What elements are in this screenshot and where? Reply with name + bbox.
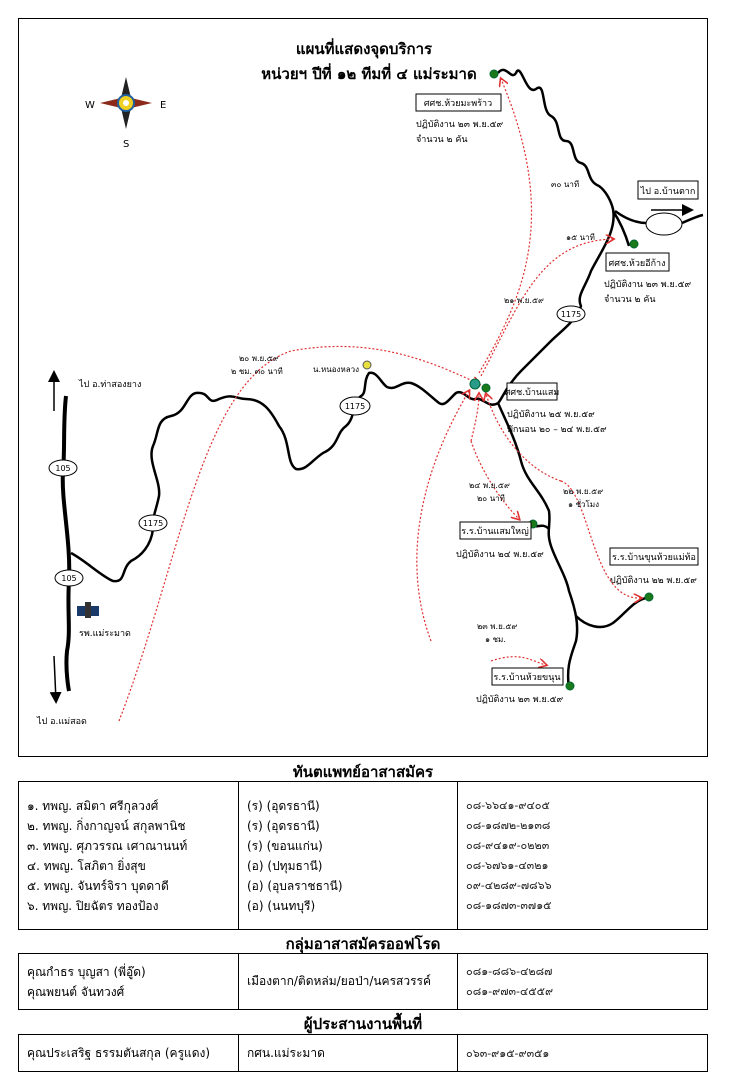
route-lines: [118, 79, 641, 722]
offroad-table: คุณกำธร บุญสา (พี่อู๊ด) คุณพยนต์ จันทวงศ…: [18, 953, 708, 1010]
offroad-phone: ๐๘๑-๙๗๓-๔๕๕๙: [466, 984, 554, 998]
dentist-phone: ๐๘-๖๗๖๑-๔๓๒๑: [466, 858, 549, 872]
dentists-table: ๑. ทพญ. สมิตา ศรีกุลวงศ์ ๒. ทพญ. กิ่งกาญ…: [18, 781, 708, 930]
site-name: ศศช.ห้วยมะพร้าว: [424, 98, 492, 109]
coordinator-table: คุณประเสริฐ ธรรมตันสกุล (ครูแดง) กศน.แม่…: [18, 1034, 708, 1072]
dentist-org: (อ) (อุบลราชธานี): [247, 878, 343, 893]
dentist-name: ๔. ทพญ. โสภิตา ยิ่งสุข: [27, 858, 146, 873]
offroad-phones-cell: ๐๘๑-๘๘๖-๔๒๘๗ ๐๘๑-๙๗๓-๔๕๕๙: [457, 953, 708, 1010]
route-label: ๒๒ พ.ย.๕๙: [563, 487, 603, 496]
hospital-icon: [77, 602, 99, 618]
direction-tha-song-yang: ไป อ.ท่าสองยาง: [78, 379, 141, 390]
site-marker-icons: [469, 69, 654, 691]
dentist-org: (อ) (ปทุมธานี): [247, 858, 323, 873]
dentist-name: ๑. ทพญ. สมิตา ศรีกุลวงศ์: [27, 798, 159, 813]
site-detail: ปฏิบัติงาน ๒๓ พ.ย.๕๙: [604, 279, 691, 290]
offroad-area: เมืองตาก/ติดหล่ม/ยอป่า/นครสวรรค์: [238, 953, 458, 1010]
site-detail: ปฏิบัติงาน ๒๓ พ.ย.๕๙: [476, 694, 563, 705]
route-label: ๒๔ พ.ย.๕๙: [469, 481, 510, 490]
site-detail: พักนอน ๒๐ – ๒๔ พ.ย.๕๙: [507, 425, 607, 435]
compass-west: W: [85, 100, 95, 111]
direction-mae-sot: ไป อ.แม่สอด: [36, 716, 87, 727]
route-label: ๒๓ พ.ย.๕๙: [477, 622, 517, 631]
site-name: ศศช.ห้วยอีก้าง: [609, 258, 666, 269]
dentist-org: (อ) (นนทบุรี): [247, 898, 316, 913]
route-label: ๑ ชั่วโมง: [568, 498, 599, 509]
route-label: ๓๐ นาที: [551, 180, 579, 189]
road-1175-label: 1175: [143, 519, 163, 528]
site-name: ศศช.บ้านแสม: [505, 387, 560, 398]
route-label: ๑๕ นาที: [566, 233, 595, 242]
road-105-label: 105: [61, 574, 76, 583]
service-map: แผนที่แสดงจุดบริการ หน่วยฯ ปีที่ ๑๒ ทีมท…: [18, 18, 708, 757]
dentist-phone: ๐๙-๔๒๘๙-๗๘๖๖: [466, 878, 552, 892]
dentist-org: (ร) (ขอนแก่น): [247, 838, 323, 853]
compass-south: S: [123, 139, 129, 150]
dentist-phone: ๐๘-๙๔๑๙-๐๒๒๓: [466, 838, 550, 852]
offroad-title: กลุ่มอาสาสมัครออฟโรด: [285, 935, 441, 953]
direction-ban-tak: ไป อ.บ้านตาก: [640, 186, 696, 197]
site-detail: จำนวน ๒ คัน: [416, 134, 468, 145]
offroad-phone: ๐๘๑-๘๘๖-๔๒๘๗: [466, 964, 553, 978]
junction-ellipse: [645, 212, 683, 236]
offroad-name: คุณกำธร บุญสา (พี่อู๊ด): [27, 964, 146, 979]
dentist-names-cell: ๑. ทพญ. สมิตา ศรีกุลวงศ์ ๒. ทพญ. กิ่งกาญ…: [18, 781, 239, 930]
dentist-phone: ๐๘-๑๘๗๒-๒๑๓๘: [466, 818, 551, 832]
site-name: ร.ร.บ้านแสมใหญ่: [461, 526, 529, 537]
dentists-title: ทันตแพทย์อาสาสมัคร: [292, 763, 434, 781]
arrow-down-icon: [49, 655, 62, 704]
dentist-org: (ร) (อุดรธานี): [247, 798, 320, 813]
village-icon: [362, 360, 372, 370]
dentist-phone: ๐๘-๑๘๗๓-๓๗๑๕: [466, 898, 552, 912]
route-label: ๒ ชม. ๓๐ นาที: [231, 367, 283, 376]
offroad-name: คุณพยนต์ จันทวงศ์: [27, 984, 125, 999]
coordinator-name: คุณประเสริฐ ธรรมตันสกุล (ครูแดง): [18, 1034, 239, 1072]
offroad-names-cell: คุณกำธร บุญสา (พี่อู๊ด) คุณพยนต์ จันทวงศ…: [18, 953, 239, 1010]
road-1175-label: 1175: [345, 402, 365, 411]
dentist-name: ๓. ทพญ. ศุภวรรณ เศาณานนท์: [27, 838, 188, 853]
site-detail: ปฏิบัติงาน ๒๒ พ.ย.๕๙: [610, 575, 697, 586]
compass-east: E: [160, 100, 166, 111]
road-1175-label: 1175: [561, 310, 581, 319]
village-label: น.หนองหลวง: [313, 365, 359, 374]
map-subtitle: หน่วยฯ ปีที่ ๑๒ ทีมที่ ๔ แม่ระมาด: [261, 63, 476, 83]
dentist-org: (ร) (อุดรธานี): [247, 818, 320, 833]
dentist-name: ๒. ทพญ. กิ่งกาญจน์ สกุลพานิช: [27, 818, 186, 833]
coordinator-phone: ๐๖๓-๙๑๕-๙๓๕๑: [457, 1034, 708, 1072]
site-name: ร.ร.บ้านขุนห้วยแม่ท้อ: [612, 552, 696, 563]
dentist-phone: ๐๘-๖๖๔๑-๙๔๐๕: [466, 798, 550, 812]
site-detail: ปฏิบัติงาน ๒๔ พ.ย.๕๙: [456, 549, 544, 560]
route-label: ๒๐ นาที: [477, 494, 505, 503]
roads: [70, 68, 704, 690]
route-label: ๒๑ พ.ย.๕๙: [504, 296, 544, 305]
map-canvas: แผนที่แสดงจุดบริการ หน่วยฯ ปีที่ ๑๒ ทีมท…: [36, 38, 704, 727]
site-name: ร.ร.บ้านห้วยขนุน: [493, 672, 560, 683]
dentist-name: ๖. ทพญ. ปิยฉัตร ทองป้อง: [27, 898, 159, 913]
site-detail: ปฏิบัติงาน ๒๓ พ.ย.๕๙: [416, 119, 503, 130]
hospital-label: รพ.แม่ระมาด: [79, 629, 131, 639]
dentist-name: ๕. ทพญ. จันทร์จิรา บุดดาดี: [27, 878, 169, 893]
compass-rose-icon: [100, 77, 152, 129]
dentist-phones-cell: ๐๘-๖๖๔๑-๙๔๐๕ ๐๘-๑๘๗๒-๒๑๓๘ ๐๘-๙๔๑๙-๐๒๒๓ ๐…: [457, 781, 708, 930]
dentist-orgs-cell: (ร) (อุดรธานี) (ร) (อุดรธานี) (ร) (ขอนแก…: [238, 781, 458, 930]
map-title: แผนที่แสดงจุดบริการ: [296, 38, 433, 59]
coordinator-title: ผู้ประสานงานพื้นที่: [303, 1015, 423, 1033]
route-label: ๒๐ พ.ย.๕๙: [239, 354, 279, 363]
route-label: ๑ ชม.: [485, 635, 506, 644]
site-detail: จำนวน ๒ คัน: [604, 294, 656, 305]
site-detail: ปฏิบัติงาน ๒๕ พ.ย.๕๙: [507, 409, 595, 420]
coordinator-org: กศน.แม่ระมาด: [238, 1034, 458, 1072]
highway-105: [60, 395, 72, 692]
road-105-label: 105: [55, 464, 70, 473]
